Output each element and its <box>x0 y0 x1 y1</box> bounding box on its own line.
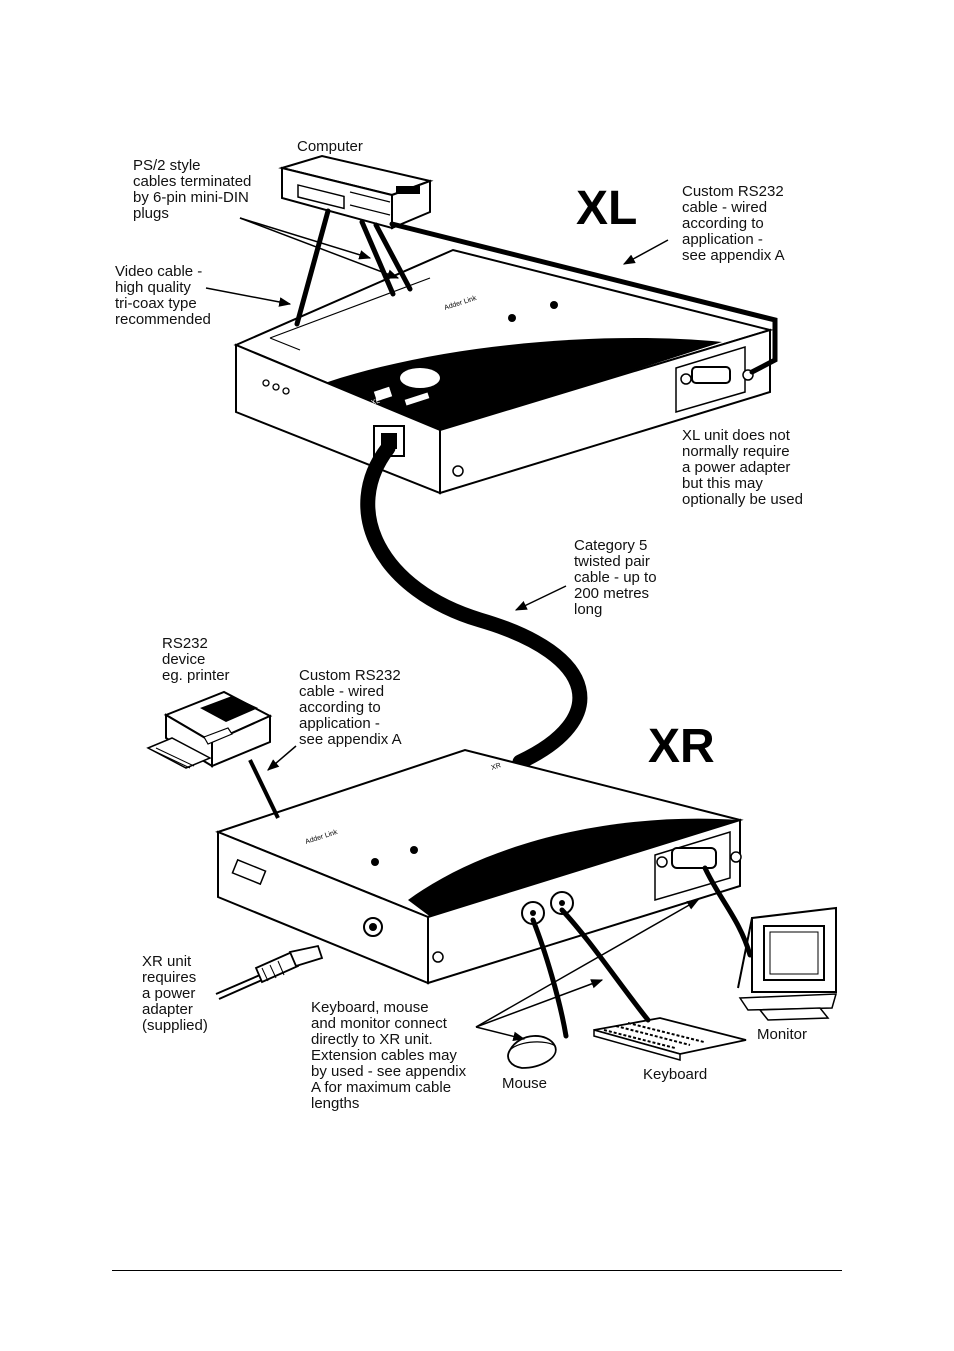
monitor-label: Monitor <box>757 1026 807 1043</box>
printer-cable <box>248 759 280 819</box>
cat5-cable <box>360 440 588 770</box>
xl-power-label: XL unit does not normally require a powe… <box>682 427 803 508</box>
printer-label: RS232 device eg. printer <box>162 635 230 684</box>
xl-unit <box>233 248 774 495</box>
peripheral-cables <box>530 865 753 1039</box>
mouse-label: Mouse <box>502 1075 547 1092</box>
xl-model-label: XL <box>370 398 380 407</box>
xr-title: XR <box>648 720 715 773</box>
ps2-cables-label: PS/2 style cables terminated by 6-pin mi… <box>133 157 256 222</box>
keyboard-icon <box>593 1017 747 1061</box>
video-cable-label: Video cable - high quality tri-coax type… <box>115 263 211 328</box>
xl-title: XL <box>576 182 637 235</box>
computer-label: Computer <box>297 138 363 155</box>
computer-cables <box>294 208 778 375</box>
monitor-icon <box>737 906 838 1021</box>
computer-icon <box>278 154 434 230</box>
rs232-xl-label: Custom RS232 cable - wired according to … <box>682 183 788 264</box>
annotation-arrows <box>205 217 700 1042</box>
cat5-label: Category 5 twisted pair cable - up to 20… <box>574 537 661 618</box>
keyboard-label: Keyboard <box>643 1066 707 1083</box>
rs232-xr-label: Custom RS232 cable - wired according to … <box>299 667 405 748</box>
printer-icon <box>146 690 273 769</box>
power-plug-icon <box>215 944 324 1000</box>
mouse-icon <box>507 1035 557 1069</box>
peripherals-label: Keyboard, mouse and monitor connect dire… <box>311 999 470 1112</box>
xr-unit <box>215 748 744 985</box>
footer-rule <box>112 1270 842 1271</box>
xr-model-label: XR <box>490 762 501 772</box>
xr-power-label: XR unit requires a power adapter (suppli… <box>142 953 208 1034</box>
